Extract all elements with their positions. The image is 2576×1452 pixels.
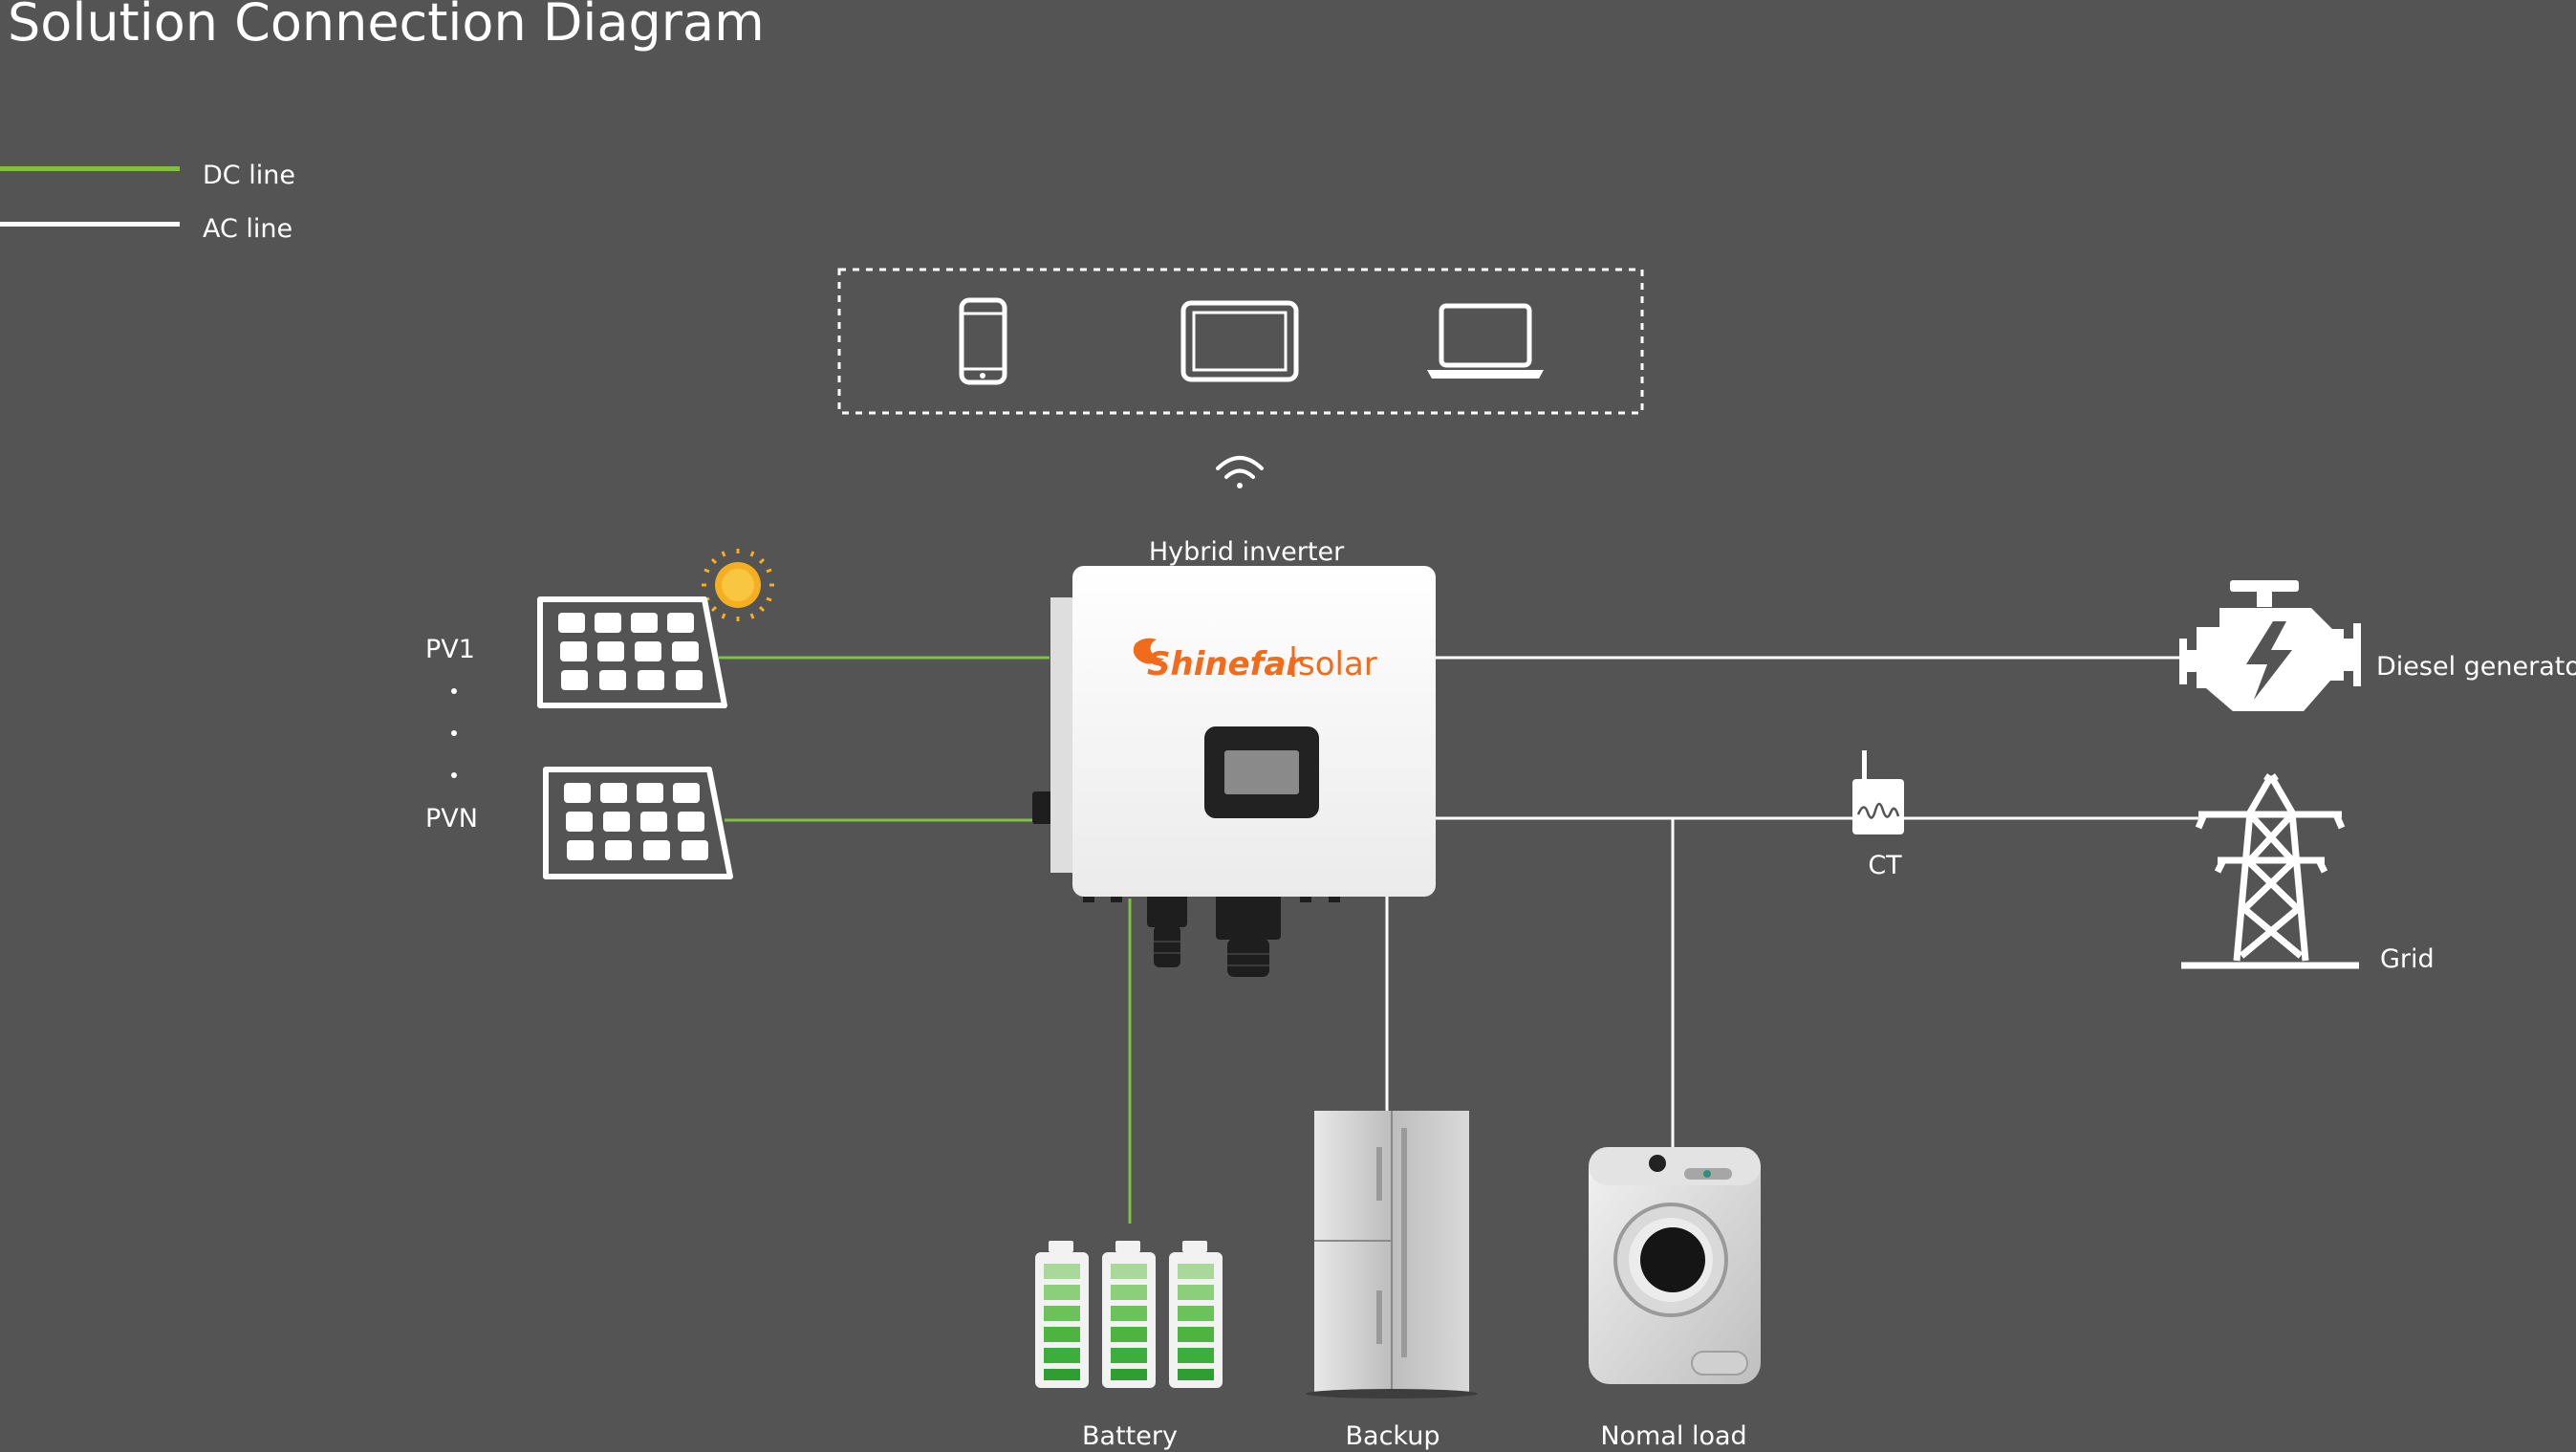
- pv1-label: PV1: [425, 635, 475, 664]
- pv-ellipsis: [451, 688, 457, 778]
- inverter-label: Hybrid inverter: [1148, 537, 1345, 567]
- ac-line-swatch: [0, 222, 180, 227]
- diesel-generator-icon: [2179, 580, 2361, 711]
- laptop-icon: [1427, 303, 1544, 379]
- refrigerator-icon: [1306, 1111, 1478, 1398]
- battery-icon: [1035, 1241, 1223, 1388]
- washing-machine-icon: [1589, 1147, 1761, 1384]
- tablet-icon: [1180, 300, 1299, 382]
- ac-lines: [1385, 656, 2198, 1147]
- grid-tower-icon: [2181, 773, 2359, 969]
- ac-line-label: AC line: [203, 214, 293, 244]
- hybrid-inverter: Shinefar solar: [1032, 566, 1436, 977]
- normal-load-label: Nomal load: [1600, 1421, 1747, 1451]
- page-title: Solution Connection Diagram: [8, 0, 765, 53]
- solar-panel-pv1-icon: [537, 596, 727, 708]
- inverter-connectors: [1083, 891, 1340, 977]
- brand-name: Shinefar: [1147, 645, 1304, 683]
- ct-meter-icon: [1852, 750, 1904, 834]
- grid-label: Grid: [2380, 944, 2435, 974]
- pvn-label: PVN: [425, 804, 478, 834]
- diesel-generators-label: Diesel generators: [2376, 652, 2576, 682]
- sun-icon: [702, 549, 774, 621]
- dc-line-swatch: [0, 166, 180, 171]
- inverter-display: [1204, 726, 1319, 818]
- monitoring-devices-box: [837, 268, 1644, 415]
- dc-lines: [719, 656, 1132, 1224]
- smartphone-icon: [959, 297, 1007, 385]
- backup-label: Backup: [1345, 1421, 1440, 1451]
- solar-panel-pvn-icon: [543, 767, 733, 879]
- brand-suffix: solar: [1298, 645, 1377, 683]
- brand-logo: Shinefar solar: [1133, 638, 1377, 683]
- wifi-icon: [1216, 456, 1264, 488]
- battery-label: Battery: [1082, 1421, 1178, 1451]
- ct-label: CT: [1868, 851, 1902, 880]
- dc-line-label: DC line: [203, 161, 295, 190]
